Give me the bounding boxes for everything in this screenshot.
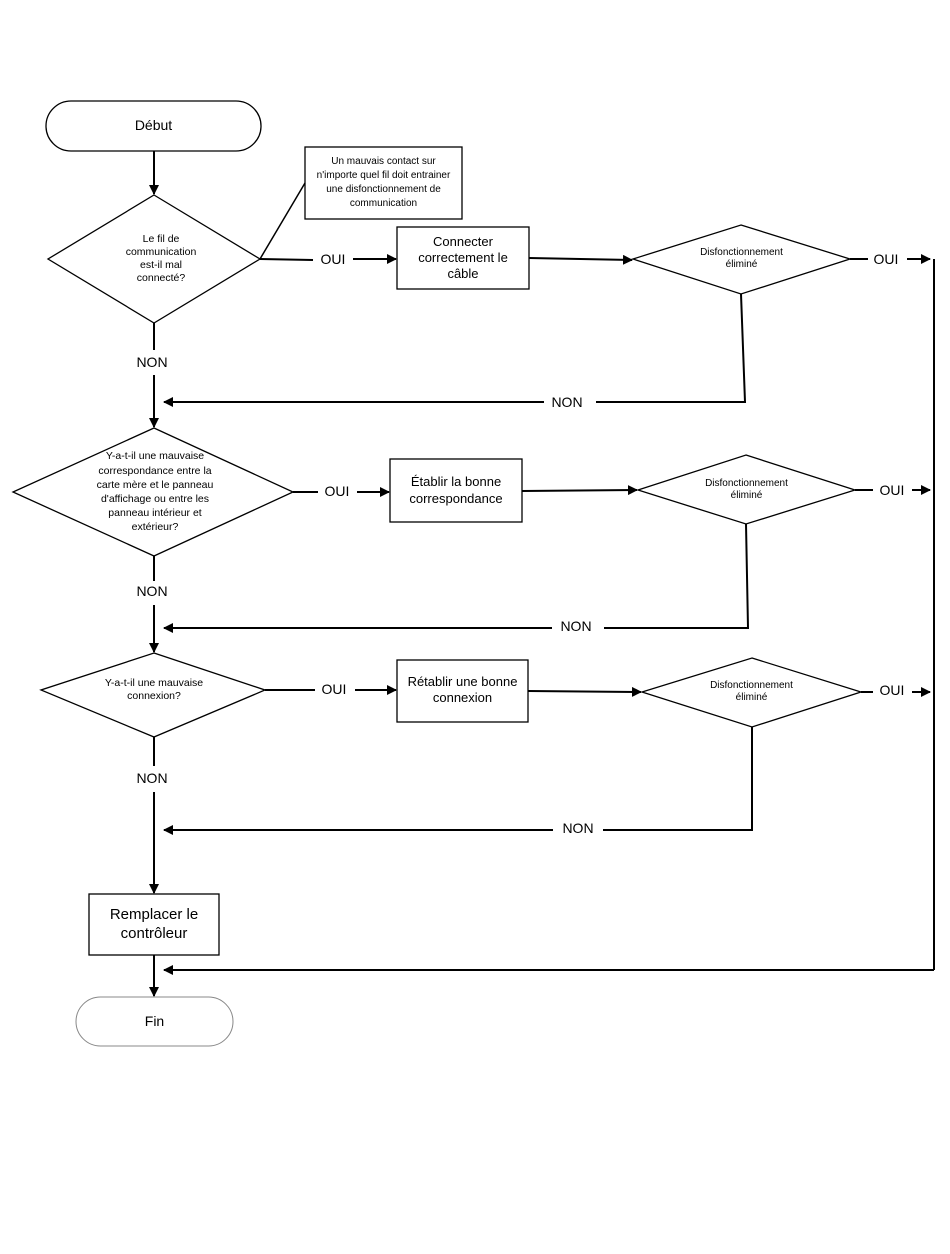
action-3-label: Rétablir une bonne connexion <box>407 673 518 705</box>
q2-no-label: NON <box>136 583 168 600</box>
note-leader <box>259 182 306 260</box>
q3-yes-label: OUI <box>321 681 347 698</box>
check-2-label: Disfonctionnement éliminé <box>705 477 788 502</box>
check1-yes-label: OUI <box>873 251 899 268</box>
action-1-label: Connecter correctement le câble <box>418 233 508 282</box>
edge-check1-non <box>596 293 747 403</box>
edge-action2-check2 <box>521 485 638 496</box>
edge-check2-non <box>604 523 750 629</box>
q1-yes-label: OUI <box>320 251 346 268</box>
edge-action3-check3 <box>527 686 642 697</box>
edge-check3-non <box>603 727 753 831</box>
q1-no-label: NON <box>136 354 168 371</box>
start-label: Début <box>134 117 173 134</box>
check2-yes-label: OUI <box>879 482 905 499</box>
q2-yes-label: OUI <box>324 483 350 500</box>
check3-no-label: NON <box>562 820 594 837</box>
check2-no-label: NON <box>560 618 592 635</box>
check-1-label: Disfonctionnement éliminé <box>700 246 783 271</box>
end-label: Fin <box>144 1012 165 1029</box>
note-text: Un mauvais contact sur n'importe quel fi… <box>316 156 451 209</box>
action-2-label: Établir la bonne correspondance <box>409 474 503 506</box>
question-1-label: Le fil de communication est-il mal conne… <box>125 232 197 285</box>
question-3-label: Y-a-t-il une mauvaise connexion? <box>104 676 204 702</box>
edge-action1-check1 <box>528 254 633 265</box>
edge-q1-oui-seg <box>259 258 314 261</box>
question-2-label: Y-a-t-il une mauvaise correspondance ent… <box>96 450 214 534</box>
final-action-label: Remplacer le contrôleur <box>109 905 199 942</box>
q3-no-label: NON <box>136 770 168 787</box>
end-terminal <box>75 996 234 1047</box>
check3-yes-label: OUI <box>879 682 905 699</box>
check1-no-label: NON <box>551 394 583 411</box>
check-3-label: Disfonctionnement éliminé <box>710 679 793 704</box>
